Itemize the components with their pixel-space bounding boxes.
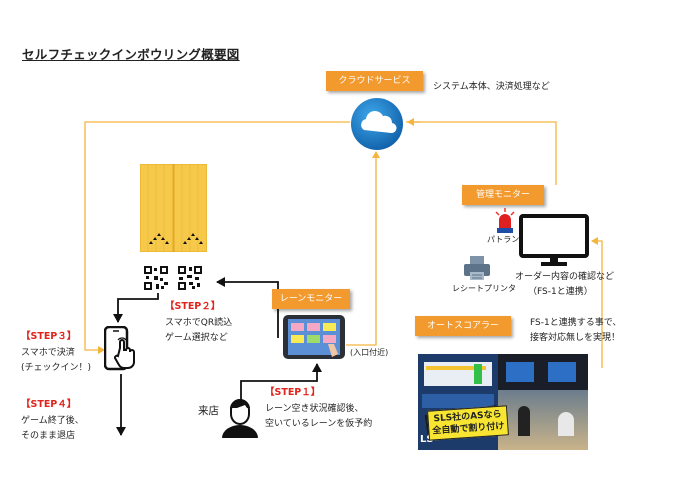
step3-line2: (チェックイン！) [21,363,92,373]
autoscorer-desc-2: 接客対応無しを実現！ [530,333,621,343]
diagram-title: セルフチェックインボウリング概要図 [22,47,240,62]
step1-title: 【STEP１】 [265,387,321,398]
arrow-monitor-to-qr [216,277,279,338]
step3-title: 【STEP３】 [21,331,77,342]
manager-monitor-label: 管理モニター [462,185,544,205]
visitor-label: 来店 [198,405,219,417]
smartphone-icon [103,325,144,372]
step3-line1: スマホで決済 [21,348,75,358]
cloud-icon [349,96,405,152]
step1-line1: レーン空き状況確認後、 [265,404,364,414]
step2-line1: スマホでQR読込 [165,318,233,328]
autoscorer-label: オートスコアラー [415,316,511,336]
patlamp-icon [494,208,516,234]
step4-title: 【STEP４】 [21,399,77,410]
printer-label: レシートプリンタ [452,284,516,293]
bowling-lanes-icon [139,163,208,253]
monitor-icon [519,214,589,268]
lane-monitor-note: (入口付近) [350,348,389,357]
line-lanemonitor-to-cloud [346,151,380,346]
step4-line1: ゲーム終了後、 [21,416,84,426]
cloud-service-desc: システム本体、決済処理など [433,82,550,92]
qr-code-icon [178,266,202,290]
printer-icon [462,255,492,281]
autoscorer-desc-1: FS-1と連携する事で、 [530,318,622,328]
qr-code-icon [144,266,168,290]
line-cloud-to-step3 [84,121,350,354]
line-scorer-to-monitor [591,237,603,368]
line-monitor-to-cloud [406,121,557,185]
manager-desc-1: オーダー内容の確認など [515,272,615,282]
step2-title: 【STEP２】 [165,301,221,312]
step4-line2: そのまま退店 [21,431,76,441]
person-icon [220,396,260,438]
tablet-icon [282,314,348,362]
step1-line2: 空いているレーンを仮予約 [265,419,373,429]
autoscorer-banner: SLS社のASなら 全自動で割り付け [427,405,509,441]
cloud-service-label: クラウドサービス [326,71,423,91]
arrow-visitor-to-monitor [240,363,322,404]
photo-logo: LS [420,434,434,445]
patlamp-label: パトランプ [487,235,527,244]
bowling-alley-photo [498,354,588,450]
step2-line2: ゲーム選択など [165,333,228,343]
lane-monitor-label: レーンモニター [272,289,350,309]
arrow-qr-to-phone [113,293,159,323]
manager-desc-2: （FS-1と連携） [528,287,593,297]
